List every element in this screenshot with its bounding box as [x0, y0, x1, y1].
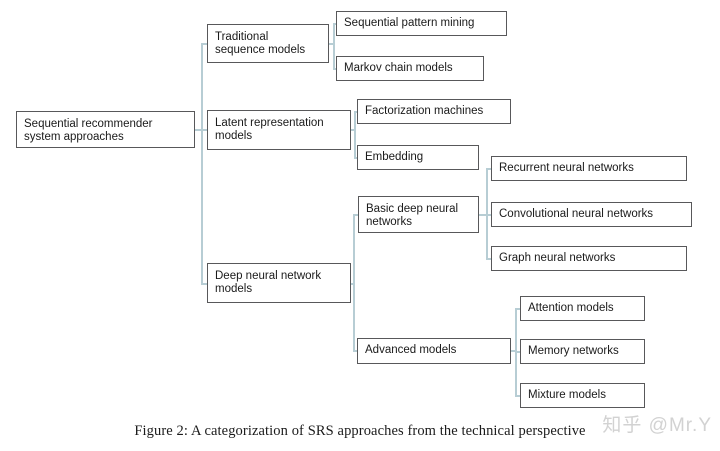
node-factorization-machines[interactable]: Factorization machines	[357, 99, 511, 124]
connector-root-to-latent	[201, 129, 208, 131]
connector-advanced-to-memory	[515, 351, 521, 353]
node-sequential-pattern-mining[interactable]: Sequential pattern mining	[336, 11, 507, 36]
node-advanced-models[interactable]: Advanced models	[357, 338, 511, 364]
connector-root-to-traditional	[201, 43, 208, 45]
node-latent-representation-models[interactable]: Latent representation models	[207, 110, 351, 150]
connector-basic-to-rnn	[486, 168, 492, 170]
node-recurrent-neural-networks[interactable]: Recurrent neural networks	[491, 156, 687, 181]
node-embedding[interactable]: Embedding	[357, 145, 479, 170]
node-convolutional-neural-networks[interactable]: Convolutional neural networks	[491, 202, 692, 227]
connector-basic-trunk	[486, 168, 488, 259]
connector-advanced-to-mixture	[515, 395, 521, 397]
connector-deep-trunk	[353, 214, 355, 351]
node-graph-neural-networks[interactable]: Graph neural networks	[491, 246, 687, 271]
node-attention-models[interactable]: Attention models	[520, 296, 645, 321]
node-markov-chain-models[interactable]: Markov chain models	[336, 56, 484, 81]
connector-latent-to-embedding	[354, 157, 358, 159]
connector-basic-to-gnn	[486, 258, 492, 260]
connector-advanced-to-attention	[515, 308, 521, 310]
connector-traditional-trunk	[333, 23, 335, 69]
watermark: 知乎 @Mr.Y	[602, 415, 712, 436]
figure-caption: Figure 2: A categorization of SRS approa…	[134, 423, 586, 439]
node-deep-neural-network-models[interactable]: Deep neural network models	[207, 263, 351, 303]
connector-traditional-to-spm	[333, 23, 337, 25]
node-basic-deep-neural-networks[interactable]: Basic deep neural networks	[358, 196, 479, 233]
connector-root-to-deep	[201, 283, 208, 285]
connector-deep-to-advanced	[353, 350, 359, 352]
connector-basic-to-cnn	[486, 214, 492, 216]
node-memory-networks[interactable]: Memory networks	[520, 339, 645, 364]
connector-deep-stub	[350, 283, 355, 285]
node-mixture-models[interactable]: Mixture models	[520, 383, 645, 408]
connector-root-stub	[195, 129, 202, 131]
node-traditional-sequence-models[interactable]: Traditional sequence models	[207, 24, 329, 63]
connector-latent-trunk	[354, 111, 356, 157]
connector-latent-to-fm	[354, 111, 358, 113]
connector-traditional-stub	[328, 43, 334, 45]
connector-root-trunk	[201, 43, 203, 284]
connector-advanced-stub	[510, 350, 516, 352]
connector-latent-stub	[350, 129, 355, 131]
connector-traditional-to-markov	[333, 68, 337, 70]
node-sequential-recommender-system-approaches[interactable]: Sequential recommender system approaches	[16, 111, 195, 148]
connector-basic-stub	[478, 214, 487, 216]
connector-deep-to-basic	[353, 214, 359, 216]
